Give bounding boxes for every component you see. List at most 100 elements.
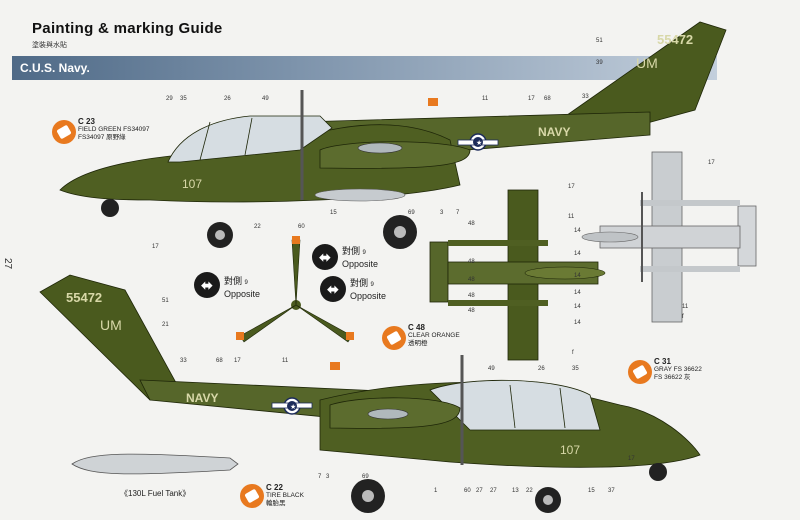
callout-clear-orange: C 48 CLEAR ORANGE 透明橙	[408, 324, 460, 348]
callout-gray-code: C 31	[654, 357, 671, 366]
right-part-number: 17	[568, 184, 575, 190]
callout-orange-code: C 48	[408, 323, 425, 332]
callout-gray-line2: FS 36622 灰	[654, 374, 691, 381]
callout-orange-line1: CLEAR ORANGE	[408, 332, 460, 339]
right-part-number: 11	[568, 214, 575, 220]
tail-code-bottom: UM	[100, 317, 122, 333]
side-view-bottom: ★ 55472 UM NAVY 107	[39, 274, 701, 513]
bottom-part-number: 22	[526, 488, 533, 494]
bottom-part-number: 35	[572, 366, 579, 372]
opposite-num: 9	[370, 282, 374, 288]
right-part-number: 48	[468, 221, 475, 227]
callout-gray: C 31 GRAY FS 36622 FS 36622 灰	[654, 358, 702, 382]
bottom-part-number: 51	[162, 298, 169, 304]
paint-icon-orange	[382, 326, 406, 350]
callout-tire-code: C 22	[266, 483, 283, 492]
top-part-number: 29	[166, 96, 173, 102]
page-subtitle-cn: 塗裝與水貼	[32, 42, 67, 49]
bottom-part-number: 11	[282, 358, 289, 364]
top-part-number: 51	[596, 38, 603, 44]
bottom-part-number: 69	[362, 474, 369, 480]
svg-text:★: ★	[290, 403, 296, 411]
bottom-part-number: 3	[326, 474, 330, 480]
right-part-number: 48	[468, 308, 475, 314]
opposite-text: Opposite	[342, 259, 379, 269]
bottom-part-number: 33	[180, 358, 187, 364]
top-part-number: 15	[330, 210, 337, 216]
tail-number-top: 55472	[657, 32, 693, 47]
section-label: C.U.S. Navy.	[20, 61, 90, 75]
top-part-number: 26	[224, 96, 231, 102]
opposite-label-right: 對側 9 Opposite	[350, 278, 386, 302]
bottom-part-number: 15	[588, 488, 595, 494]
fuel-tank-drawing	[71, 453, 239, 475]
top-part-number: 68	[544, 96, 551, 102]
right-part-number: 14	[574, 228, 581, 234]
bottom-part-number: 1	[434, 488, 438, 494]
fuel-tank-label: 《130L Fuel Tank》	[120, 489, 191, 498]
opposite-text: Opposite	[350, 291, 387, 301]
bottom-part-number: 49	[488, 366, 495, 372]
opposite-num: 9	[362, 250, 366, 256]
top-part-number: 69	[408, 210, 415, 216]
bottom-part-number: 17	[234, 358, 241, 364]
top-part-number: 7	[456, 210, 460, 216]
navy-text-top: NAVY	[538, 125, 570, 139]
right-part-number: f	[572, 350, 574, 356]
navy-text-bottom: NAVY	[186, 391, 218, 405]
top-part-number: 17	[528, 96, 535, 102]
top-part-number: 11	[482, 96, 489, 102]
callout-orange-line2: 透明橙	[408, 340, 428, 347]
right-part-number: 17	[708, 160, 715, 166]
right-part-number: 14	[574, 251, 581, 257]
bottom-part-number: 26	[538, 366, 545, 372]
right-part-number: 14	[574, 320, 581, 326]
right-part-number: 14	[574, 304, 581, 310]
callout-tire-black: C 22 TIRE BLACK 輪胎黑	[266, 484, 304, 508]
top-part-number: 39	[596, 60, 603, 66]
page-title: Painting & marking Guide	[32, 20, 223, 37]
nose-number-bottom: 107	[560, 443, 580, 457]
opposite-label-left: 對側 9 Opposite	[224, 276, 260, 300]
svg-text:★: ★	[476, 139, 482, 147]
top-part-number: 35	[180, 96, 187, 102]
callout-green-line1: FIELD GREEN FS34097	[78, 126, 150, 133]
bottom-part-number: 17	[628, 456, 635, 462]
opposite-num: 9	[244, 280, 248, 286]
callout-tire-line1: TIRE BLACK	[266, 492, 304, 499]
top-part-number: 3	[440, 210, 444, 216]
section-header-bar	[12, 56, 717, 80]
right-part-number: 14	[574, 290, 581, 296]
top-part-number: 33	[582, 94, 589, 100]
bottom-part-number: 27	[476, 488, 483, 494]
right-part-number: f	[682, 314, 684, 320]
opposite-arrow-icon: ⬌	[320, 276, 346, 302]
paint-icon-green	[52, 120, 76, 144]
tail-code-top: UM	[636, 55, 658, 71]
right-part-number: 48	[468, 259, 475, 265]
opposite-label-center: 對側 9 Opposite	[342, 246, 378, 270]
right-part-number: 48	[468, 293, 475, 299]
right-part-number: 14	[574, 273, 581, 279]
callout-tire-line2: 輪胎黑	[266, 500, 286, 507]
underside-view	[581, 151, 757, 323]
opposite-cn: 對側	[350, 278, 369, 288]
bottom-part-number: 21	[162, 322, 169, 328]
bottom-part-number: 7	[318, 474, 322, 480]
top-part-number: 49	[262, 96, 269, 102]
top-down-view	[429, 189, 606, 361]
top-part-number: 22	[254, 224, 261, 230]
callout-green-code: C 23	[78, 117, 95, 126]
bottom-part-number: 13	[512, 488, 519, 494]
callout-gray-line1: GRAY FS 36622	[654, 366, 702, 373]
opposite-arrow-icon: ⬌	[194, 272, 220, 298]
bottom-part-number: 27	[490, 488, 497, 494]
bottom-part-number: 37	[608, 488, 615, 494]
tail-number-bottom: 55472	[66, 290, 102, 305]
opposite-cn: 對側	[224, 276, 243, 286]
opposite-cn: 對側	[342, 246, 361, 256]
callout-field-green: C 23 FIELD GREEN FS34097 FS34097 原野綠	[78, 118, 150, 142]
